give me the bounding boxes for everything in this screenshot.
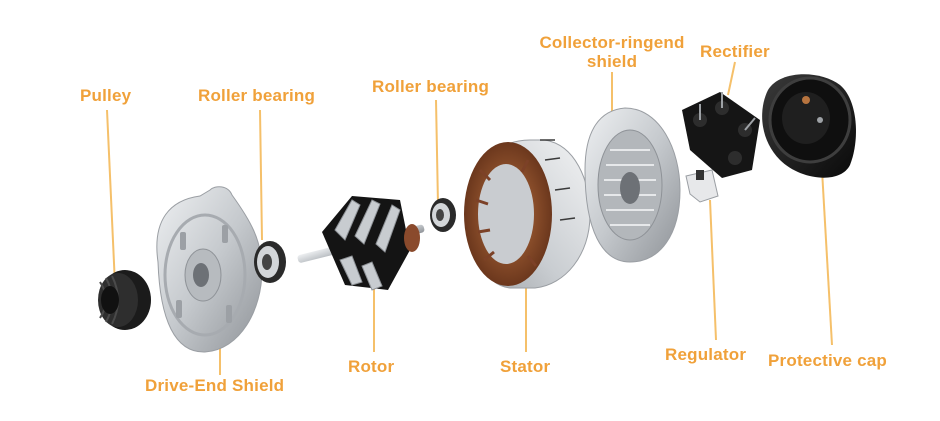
label-regulator: Regulator: [665, 345, 747, 364]
leader-pulley: [106, 109, 116, 286]
leader-lines: [106, 61, 833, 375]
label-roller-bearing-1: Roller bearing: [198, 86, 316, 105]
label-drive-end-shield: Drive-End Shield: [145, 376, 285, 395]
regulator-part: [685, 169, 719, 203]
label-rotor: Rotor: [348, 357, 395, 376]
collector-ringend-shield-part: [584, 107, 681, 263]
leader-rectifier: [727, 61, 736, 96]
label-pulley: Pulley: [80, 86, 132, 105]
label-collector-line1: Collector-ringend: [539, 33, 685, 52]
leader-regulator: [709, 199, 717, 341]
label-collector-line2: shield: [586, 52, 638, 71]
pulley-part: [98, 270, 151, 330]
label-stator: Stator: [500, 357, 551, 376]
leader-roller-bearing-2: [435, 99, 439, 206]
label-collector-ringend-shield: Collector-ringend shield: [532, 33, 692, 71]
rectifier-part: [682, 92, 760, 178]
drive-end-shield-part: [156, 186, 263, 353]
stator-part: [464, 139, 591, 289]
label-rectifier: Rectifier: [700, 42, 770, 61]
rotor-part: [297, 196, 425, 291]
protective-cap-part: [762, 74, 856, 178]
roller-bearing-2-part: [430, 198, 456, 232]
leader-protective-cap: [821, 169, 833, 346]
roller-bearing-1-part: [254, 241, 286, 283]
label-roller-bearing-2: Roller bearing: [372, 77, 490, 96]
leader-roller-bearing-1: [259, 109, 263, 241]
label-protective-cap: Protective cap: [768, 351, 888, 370]
